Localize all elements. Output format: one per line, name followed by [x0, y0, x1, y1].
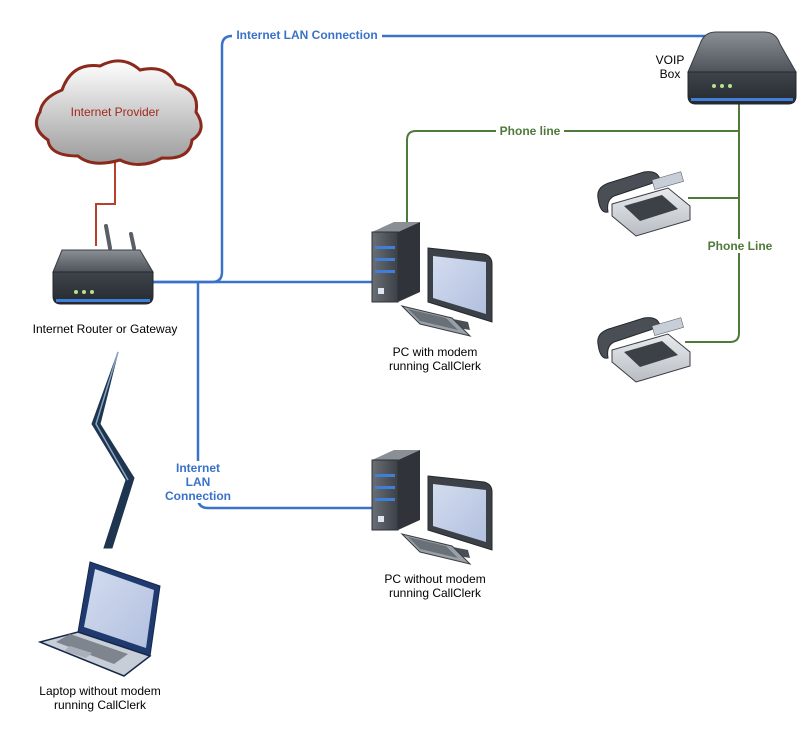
pc-no-modem-label: PC without modem running CallClerk — [355, 572, 515, 600]
lan-connection-label-left: Internet LAN Connection — [160, 461, 236, 503]
router-label: Internet Router or Gateway — [32, 322, 178, 336]
phone-line-label-top: Phone line — [496, 124, 564, 138]
pc-modem-label: PC with modem running CallClerk — [360, 345, 510, 373]
phone-line-pc — [406, 130, 739, 222]
lan-connection-label-top: Internet LAN Connection — [232, 28, 382, 42]
pc-without-modem-icon — [371, 450, 493, 565]
desk-phone-icon-2 — [597, 317, 691, 383]
lan-left-line3: Connection — [165, 489, 231, 503]
lan-left-line2: LAN — [185, 475, 211, 489]
pc-modem-label-line2: running CallClerk — [388, 359, 482, 373]
laptop-label-line1: Laptop without modem — [39, 684, 161, 698]
laptop-label: Laptop without modem running CallClerk — [20, 684, 180, 712]
voip-box-icon — [687, 31, 797, 105]
cloud-label: Internet Provider — [70, 105, 160, 119]
laptop-label-line2: running CallClerk — [53, 698, 147, 712]
pc-no-modem-label-line1: PC without modem — [384, 572, 486, 586]
phone-line-label-right: Phone Line — [704, 239, 776, 253]
voip-label-line1: VOIP — [655, 53, 685, 67]
pc-no-modem-label-line2: running CallClerk — [388, 586, 482, 600]
voip-label-line2: Box — [659, 67, 681, 81]
desk-phone-icon — [597, 171, 691, 237]
pc-modem-label-line1: PC with modem — [392, 345, 478, 359]
provider-link — [95, 158, 116, 246]
pc-with-modem-icon — [371, 222, 493, 337]
internet-provider-cloud — [34, 59, 203, 166]
lan-link-voip — [152, 34, 720, 284]
voip-label: VOIP Box — [640, 53, 700, 81]
wireless-lightning-icon — [91, 351, 135, 549]
router-icon — [52, 224, 154, 305]
phone-line-trunk — [685, 103, 740, 343]
laptop-icon — [37, 561, 161, 677]
lan-left-line1: Internet — [175, 461, 220, 475]
